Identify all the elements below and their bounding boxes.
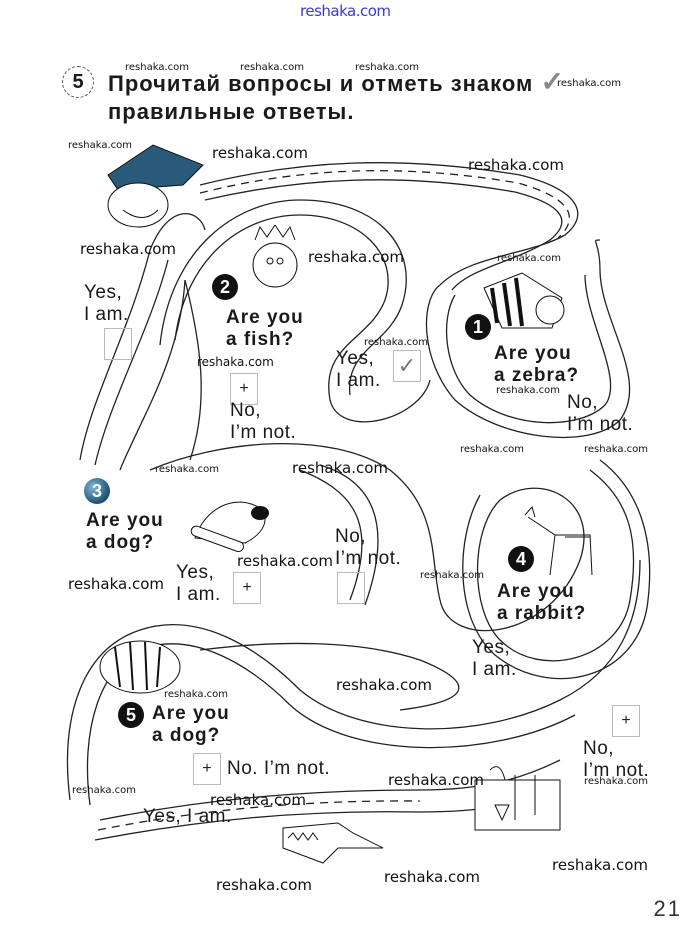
task-title-line2: правильные ответы. [108, 99, 355, 124]
maze-road-dashes [199, 170, 570, 239]
question-3-yes-checkbox[interactable]: + [233, 572, 261, 604]
crocodile-illustration [278, 818, 388, 868]
question-3-badge: 3 [84, 478, 110, 504]
question-5-badge: 5 [118, 702, 144, 728]
watermark: reshaka.com [584, 444, 648, 455]
watermark: reshaka.com [364, 337, 428, 348]
maze-path-tiger-loop [66, 559, 641, 801]
watermark: reshaka.com [497, 253, 561, 264]
watermark: reshaka.com [72, 785, 136, 796]
watermark: reshaka.com [125, 62, 189, 73]
watermark: reshaka.com [384, 868, 480, 886]
crown-icon [254, 224, 296, 241]
watermark: reshaka.com [460, 444, 524, 455]
pirate-hat-icon [107, 144, 204, 191]
watermark: reshaka.com [68, 575, 164, 593]
pirate-illustration [98, 140, 208, 235]
question-5-text: Are you a dog? [152, 703, 230, 746]
maze-path-zebra-loop-inner [445, 274, 612, 424]
maze-path-tiger-mid [199, 642, 460, 711]
watermark: reshaka.com [388, 771, 484, 789]
maze-path-zebra-loop [425, 239, 631, 438]
watermark: reshaka.com [336, 676, 432, 694]
check-mark-icon: ✓ [540, 66, 565, 97]
watermark: reshaka.com [557, 78, 621, 89]
watermark: reshaka.com [155, 464, 219, 475]
watermark: reshaka.com [68, 140, 132, 151]
heart-icon [494, 804, 510, 822]
question-2-text: Are you a fish? [226, 307, 304, 350]
watermark: reshaka.com [468, 156, 564, 174]
zebra-illustration [482, 268, 567, 333]
question-5-answer-yes: Yes, I am. [143, 806, 232, 827]
lion-illustration [245, 224, 305, 300]
maze-path-lion-loop [174, 214, 431, 423]
watermark: reshaka.com [216, 876, 312, 894]
maze-path-moose-loop-outer [462, 459, 651, 680]
question-2-badge: 2 [212, 274, 238, 300]
question-3-answer-yes: Yes, I am. [176, 562, 221, 605]
maze-path-left-2 [94, 259, 169, 466]
question-2-yes-checkbox[interactable] [104, 328, 132, 360]
watermark: reshaka.com [212, 144, 308, 162]
watermark: reshaka.com [80, 240, 176, 258]
watermark-top[interactable]: reshaka.com [300, 2, 391, 20]
maze-path-tiger-loop-inner [86, 643, 576, 806]
question-2-answer-yes: Yes, I am. [84, 282, 129, 325]
maze-road-bottom-edge [204, 179, 563, 291]
watermark: reshaka.com [292, 459, 388, 477]
dog-illustration [185, 488, 275, 553]
moose-illustration [520, 505, 600, 585]
task-title: Прочитай вопросы и отметь знаком ✓ прави… [108, 68, 565, 126]
question-3-no-checkbox[interactable] [337, 572, 365, 604]
maze-path-lion-loop-outer [159, 199, 407, 396]
page-number: 21 [653, 896, 682, 921]
question-1-answer-yes: Yes, I am. [336, 348, 381, 391]
question-1-badge: 1 [465, 314, 491, 340]
question-2-answer-no: No, I’m not. [230, 400, 297, 443]
maze-path-left-spike [119, 279, 202, 471]
watermark: reshaka.com [584, 776, 648, 787]
question-3-text: Are you a dog? [86, 510, 164, 553]
maze-path-left-1 [79, 212, 206, 461]
watermark: reshaka.com [420, 570, 484, 581]
maze-road-bottom-a [99, 759, 561, 821]
question-4-answer-yes: Yes, I am. [472, 637, 517, 680]
maze-road-top-edge [199, 162, 579, 286]
watermark: reshaka.com [552, 856, 648, 874]
question-4-text: Are you a rabbit? [497, 581, 587, 624]
treasure-chest-illustration [460, 760, 575, 835]
watermark: reshaka.com [237, 552, 333, 570]
question-5-no-checkbox[interactable]: + [193, 753, 221, 785]
watermark: reshaka.com [197, 355, 274, 369]
question-4-answer-no: No, I’m not. [583, 738, 650, 781]
task-title-line1: Прочитай вопросы и отметь знаком ✓ [108, 66, 565, 97]
question-4-no-checkbox[interactable]: + [612, 705, 640, 737]
question-1-yes-checkbox[interactable]: ✓ [393, 350, 421, 382]
watermark: reshaka.com [210, 791, 306, 809]
tiger-illustration [95, 632, 185, 697]
maze-path-moose-loop [476, 469, 635, 662]
task-number: 5 [62, 66, 94, 98]
question-1-answer-no: No, I’m not. [567, 392, 634, 435]
question-5-answer-no: No. I’m not. [227, 758, 331, 779]
watermark: reshaka.com [164, 689, 228, 700]
question-2-no-checkbox[interactable]: + [230, 373, 258, 405]
question-1-text: Are you a zebra? [494, 343, 580, 386]
question-3-answer-no: No, I’m not. [335, 526, 402, 569]
watermark: reshaka.com [355, 62, 419, 73]
watermark: reshaka.com [240, 62, 304, 73]
maze-path-middle-1 [149, 442, 585, 632]
maze-path-middle-3 [319, 464, 379, 606]
maze-path-middle-2 [299, 469, 363, 601]
maze-road-bottom-dashes [97, 800, 421, 831]
watermark: reshaka.com [496, 385, 560, 396]
watermark: reshaka.com [308, 248, 404, 266]
question-4-badge: 4 [508, 546, 534, 572]
